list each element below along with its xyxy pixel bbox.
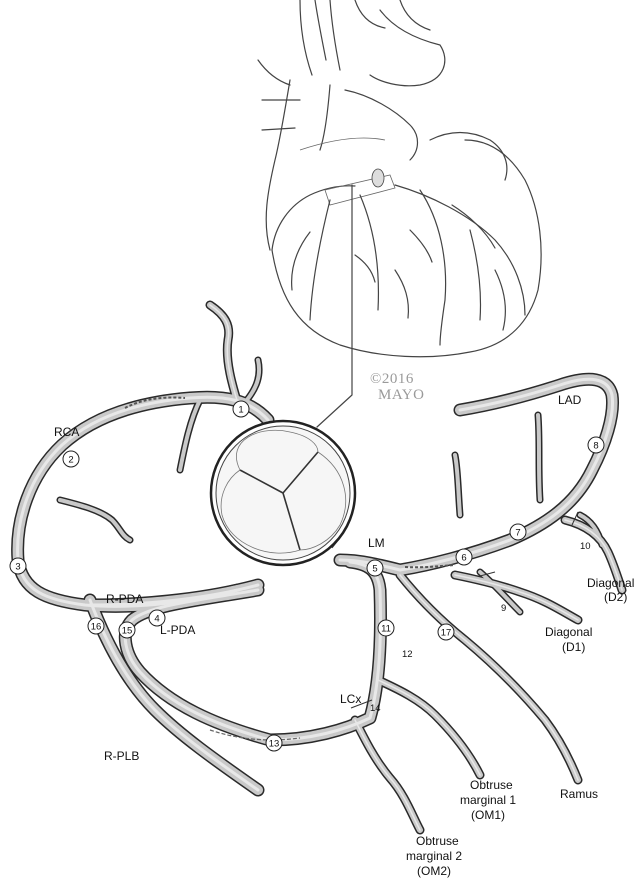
svg-text:5: 5 bbox=[372, 564, 377, 575]
label-lm: LM bbox=[368, 536, 385, 550]
segment-marker-5: 5 bbox=[367, 560, 383, 576]
svg-text:16: 16 bbox=[91, 622, 102, 633]
svg-text:marginal 2: marginal 2 bbox=[406, 849, 462, 863]
segment-marker-17: 17 bbox=[438, 624, 454, 640]
svg-text:13: 13 bbox=[269, 739, 280, 750]
svg-text:7: 7 bbox=[515, 528, 520, 539]
segment-marker-1: 1 bbox=[233, 401, 249, 417]
label-ramus: Ramus bbox=[560, 787, 598, 801]
label-lad: LAD bbox=[558, 393, 582, 407]
label-r-pda: R-PDA bbox=[106, 592, 143, 606]
copyright-watermark: ©2016 MAYO bbox=[370, 371, 424, 403]
segment-label-12: 12 bbox=[402, 649, 413, 660]
svg-text:6: 6 bbox=[461, 553, 466, 564]
svg-text:8: 8 bbox=[593, 441, 598, 452]
svg-text:17: 17 bbox=[441, 628, 452, 639]
segment-marker-6: 6 bbox=[456, 549, 472, 565]
svg-text:Obtruse: Obtruse bbox=[470, 778, 513, 792]
label-l-pda: L-PDA bbox=[160, 623, 195, 637]
label-rca: RCA bbox=[54, 425, 79, 439]
svg-text:(D2): (D2) bbox=[604, 590, 627, 604]
svg-text:marginal 1: marginal 1 bbox=[460, 793, 516, 807]
svg-text:Obtruse: Obtruse bbox=[416, 834, 459, 848]
segment-label-9: 9 bbox=[501, 603, 506, 614]
svg-text:(OM2): (OM2) bbox=[417, 864, 451, 878]
label-diagonal-d1: Diagonal (D1) bbox=[545, 625, 592, 654]
segment-marker-13: 13 bbox=[266, 735, 282, 751]
label-diagonal-d2: Diagonal (D2) bbox=[587, 576, 634, 604]
segment-label-14: 14 bbox=[370, 703, 381, 714]
segment-marker-8: 8 bbox=[588, 437, 604, 453]
label-lcx: LCx bbox=[340, 692, 361, 706]
watermark-year: ©2016 bbox=[370, 371, 414, 387]
svg-text:2: 2 bbox=[68, 455, 73, 466]
segment-marker-2: 2 bbox=[63, 451, 79, 467]
svg-text:(D1): (D1) bbox=[562, 640, 585, 654]
svg-text:4: 4 bbox=[154, 614, 159, 625]
svg-text:15: 15 bbox=[122, 626, 133, 637]
svg-text:11: 11 bbox=[381, 624, 391, 635]
label-r-plb: R-PLB bbox=[104, 749, 139, 763]
svg-text:Diagonal: Diagonal bbox=[545, 625, 592, 639]
svg-text:(OM1): (OM1) bbox=[471, 808, 505, 822]
heart-illustration bbox=[258, 0, 541, 427]
aortic-valve-magnified bbox=[211, 421, 355, 565]
label-om1: Obtruse marginal 1 (OM1) bbox=[460, 778, 516, 822]
svg-text:3: 3 bbox=[15, 562, 20, 573]
segment-marker-16: 16 bbox=[88, 618, 104, 634]
segment-marker-15: 15 bbox=[119, 622, 135, 638]
segment-marker-7: 7 bbox=[510, 524, 526, 540]
label-om2: Obtruse marginal 2 (OM2) bbox=[406, 834, 462, 878]
segment-marker-11: 11 bbox=[378, 620, 394, 636]
segment-label-10: 10 bbox=[580, 541, 591, 552]
svg-text:1: 1 bbox=[238, 405, 243, 416]
watermark-mayo: MAYO bbox=[378, 387, 424, 403]
svg-text:Diagonal: Diagonal bbox=[587, 576, 634, 590]
segment-marker-3: 3 bbox=[10, 558, 26, 574]
